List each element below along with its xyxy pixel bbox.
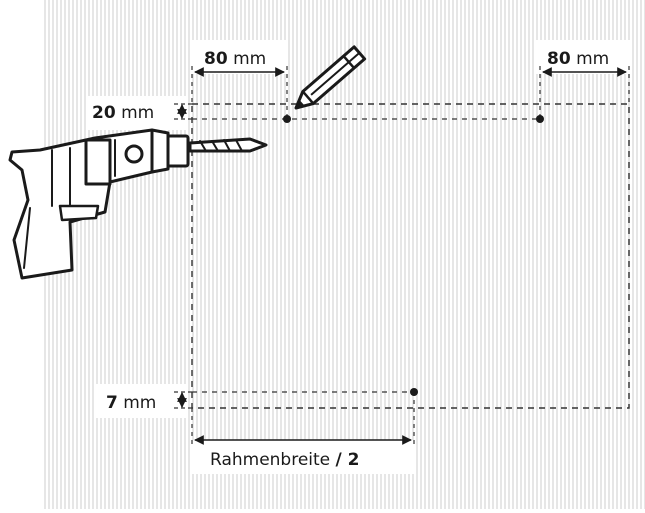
- half-width-label: Rahmenbreite / 2: [210, 450, 360, 470]
- dim-label-top-left: 80 mm: [204, 49, 266, 69]
- drill-icon: [8, 128, 268, 280]
- dim-label-top-right: 80 mm: [547, 49, 609, 69]
- dim-label-bottom-offset: 7 mm: [106, 393, 156, 413]
- pencil-icon: [294, 45, 367, 110]
- wall-background: [42, 0, 645, 509]
- dim-label-top-offset: 20 mm: [92, 103, 154, 123]
- drill-point-bottom: [410, 388, 418, 396]
- frame-outline: [191, 103, 630, 409]
- drill-point-top-right: [536, 115, 544, 123]
- drill-point-top-left: [283, 115, 291, 123]
